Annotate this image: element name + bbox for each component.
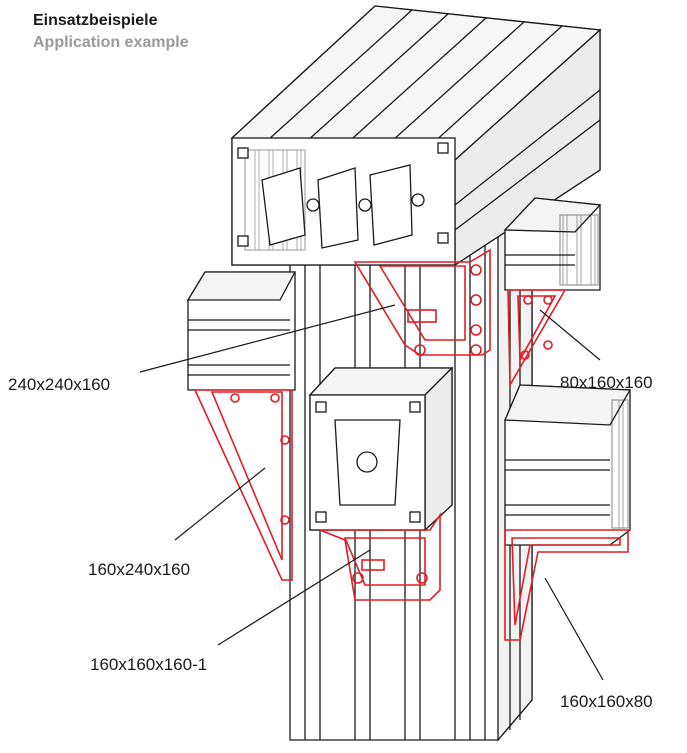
callout-160x240x160: 160x240x160 [88, 560, 191, 579]
middle-profile-lower [308, 366, 454, 532]
leader-lines [139, 304, 604, 681]
callout-160x160x160-1: 160x160x160-1 [90, 655, 208, 674]
leader-160x240x160 [174, 467, 266, 541]
left-profile-upper [186, 271, 297, 391]
bracket-240x240x160 [353, 248, 491, 356]
callout-80x160x160: 80x160x160 [560, 373, 653, 392]
bracket-160x240x160 [193, 389, 293, 581]
bracket-160x160x160-1 [319, 512, 441, 601]
bracket-80x160x160 [507, 289, 567, 388]
callout-240x240x160: 240x240x160 [8, 375, 111, 394]
callout-160x160x80: 160x160x80 [560, 692, 653, 711]
leader-240x240x160 [139, 304, 396, 373]
right-profile-upper [503, 197, 602, 291]
heading-subtitle: Application example [33, 34, 189, 51]
leader-160x160x80 [544, 577, 604, 681]
leader-160x160x160-1 [217, 549, 371, 646]
bracket-160x160x80 [504, 529, 629, 641]
heading-title: Einsatzbeispiele [33, 12, 158, 29]
right-profile-lower [504, 384, 632, 546]
top-beam [230, 5, 602, 267]
leader-80x160x160 [539, 309, 601, 361]
